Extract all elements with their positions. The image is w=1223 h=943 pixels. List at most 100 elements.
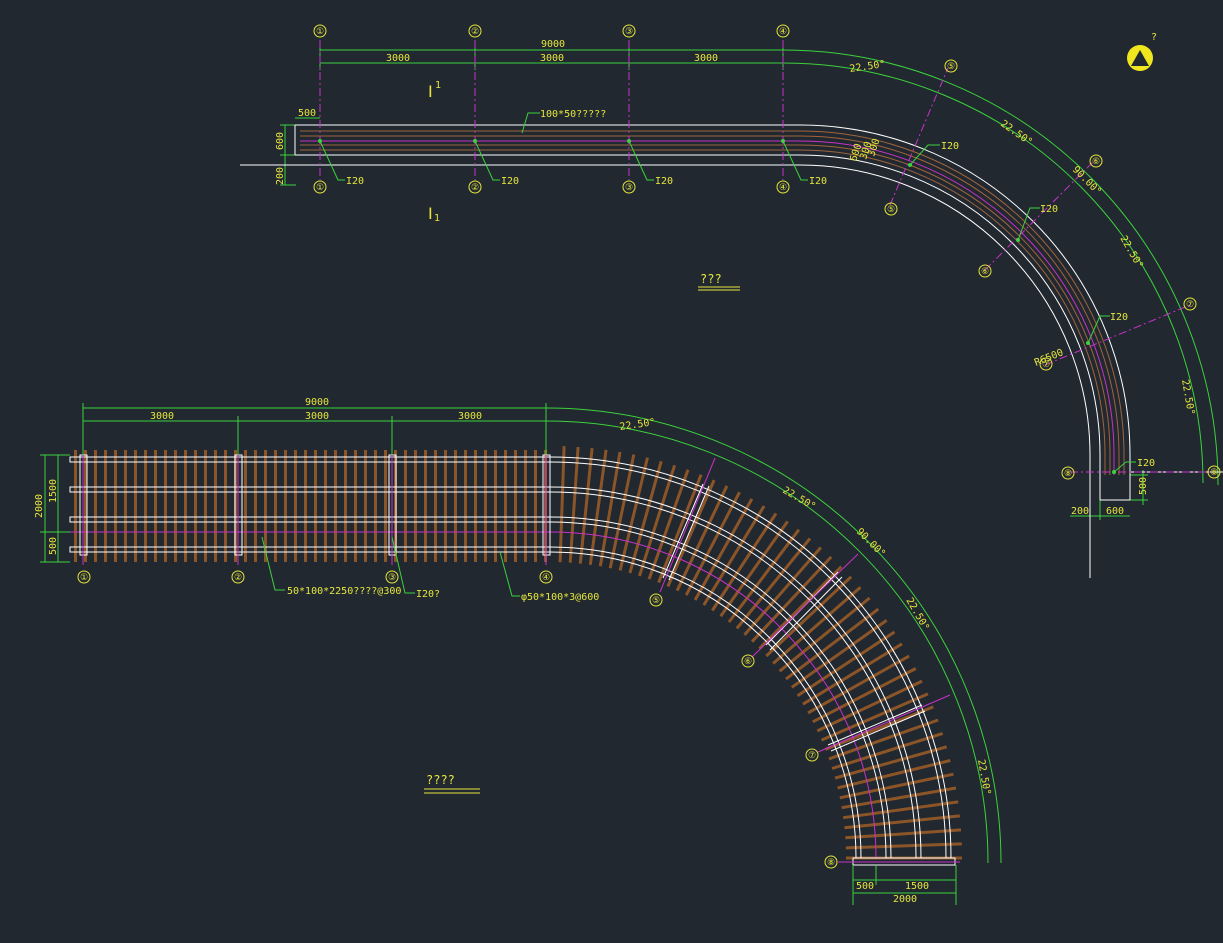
timber-joist [628, 460, 663, 574]
timber-joist [657, 474, 703, 584]
bottom-grid-bubbles [77, 570, 838, 869]
section-mark-top: I [428, 82, 433, 101]
bottom-grid-label-4: ④ [542, 573, 550, 583]
top-dim-seg-3: 3000 [694, 53, 718, 64]
timber-joist [114, 450, 117, 562]
section-mark-top-sup: 1 [435, 80, 441, 91]
timber-joist [845, 842, 962, 850]
bottom-grid-label-7: ⑦ [808, 751, 816, 761]
timber-joist [675, 485, 729, 592]
top-col-label-1: I20 [346, 176, 364, 187]
bottom-joist-label: 50*100*2250????@300 [287, 586, 401, 597]
top-col-label-2: I20 [501, 176, 519, 187]
top-grid-label-1b: ① [316, 183, 324, 193]
timber-joist [719, 520, 789, 618]
bottom-plan-title: ???? [426, 773, 455, 787]
timber-joist [765, 575, 853, 658]
bottom-axis-curve [549, 531, 877, 859]
timber-joist [374, 450, 377, 562]
top-dim-lines [280, 44, 1219, 520]
timber-joist [598, 451, 622, 567]
timber-joist [284, 450, 287, 562]
timber-joist [666, 479, 716, 588]
straight-joists [74, 450, 547, 562]
top-left-dim-200: 200 [275, 167, 286, 185]
bottom-dim-seg-3: 3000 [458, 411, 482, 422]
timber-joist [758, 565, 843, 650]
top-grid-label-6b: ⑥ [981, 267, 989, 277]
timber-joist [184, 450, 187, 562]
timber-joist [264, 450, 267, 562]
timber-joist [735, 537, 812, 630]
top-grid-label-7: ⑦ [1186, 300, 1194, 310]
timber-joist [778, 596, 871, 673]
north-arrow-icon [1131, 50, 1149, 66]
bottom-rails-curved [549, 456, 952, 859]
top-left-dim-500: 500 [298, 108, 316, 119]
timber-joist [144, 450, 147, 562]
bottom-grid-label-6: ⑥ [744, 657, 752, 667]
timber-joist [484, 450, 487, 562]
timber-joist [364, 450, 367, 562]
bottom-rail-label: φ50*100*3@600 [521, 592, 599, 603]
timber-joist [134, 450, 137, 562]
timber-joist [684, 491, 741, 596]
bottom-bottom-dim-2000: 2000 [893, 894, 917, 905]
top-grid-label-2b: ② [471, 183, 479, 193]
timber-joist [618, 457, 649, 571]
top-col-label-6: I20 [1040, 204, 1058, 215]
timber-joist [839, 772, 954, 800]
timber-joist [727, 528, 801, 624]
bottom-grid-label-3: ③ [388, 573, 396, 583]
timber-joist [464, 450, 467, 562]
timber-joist [844, 814, 960, 830]
timber-joist [174, 450, 177, 562]
bottom-dim-lines [40, 403, 1002, 905]
timber-joist [274, 450, 277, 562]
top-grid-label-8: ⑧ [1064, 469, 1072, 479]
bottom-grid-label-5: ⑤ [652, 596, 660, 606]
timber-joist [354, 450, 357, 562]
timber-joist [807, 654, 910, 715]
top-grid-label-3b: ③ [625, 183, 633, 193]
timber-joist [534, 450, 537, 562]
timber-joist [772, 586, 862, 665]
section-mark-bottom-sub: 1 [434, 213, 440, 224]
timber-joist [750, 555, 833, 643]
bottom-grid-label-2: ② [234, 573, 242, 583]
bottom-left-dim-1500: 1500 [48, 479, 59, 503]
top-plan-view: ① ② ③ ④ ① ② ③ ④ ⑤ ⑤ ⑥ ⑥ ⑦ ⑦ ⑧ ⑧ 9000 300… [240, 24, 1223, 578]
timber-joist [74, 450, 77, 562]
timber-joist [514, 450, 517, 562]
top-col-label-5: I20 [941, 141, 959, 152]
top-col-label-3: I20 [655, 176, 673, 187]
timber-joist [702, 505, 766, 606]
timber-joist [494, 450, 497, 562]
timber-joist [244, 450, 247, 562]
timber-joist [812, 667, 917, 724]
bottom-dim-seg-2: 3000 [305, 411, 329, 422]
top-arc-angle-1: 22.50° [849, 59, 886, 75]
timber-joist [94, 450, 97, 562]
timber-joist [254, 450, 257, 562]
timber-joist [294, 450, 297, 562]
top-left-dim-600: 600 [275, 132, 286, 150]
timber-joist [578, 448, 594, 564]
timber-joist [104, 450, 107, 562]
top-grid-label-6: ⑥ [1092, 157, 1100, 167]
timber-joist [474, 450, 477, 562]
timber-joist [588, 449, 608, 566]
north-arrow-letter: ? [1151, 32, 1157, 43]
timber-joist [568, 446, 580, 563]
curved-joists [558, 446, 962, 860]
bottom-leaders [261, 536, 520, 597]
timber-joist [790, 619, 888, 689]
top-col-label-8: I20 [1137, 458, 1155, 469]
timber-joist [124, 450, 127, 562]
top-plan-title: ??? [700, 272, 722, 286]
bottom-bottom-dim-1500: 1500 [905, 881, 929, 892]
bottom-left-dim-500: 500 [48, 537, 59, 555]
timber-joist [743, 546, 822, 636]
top-dim-total: 9000 [541, 39, 565, 50]
